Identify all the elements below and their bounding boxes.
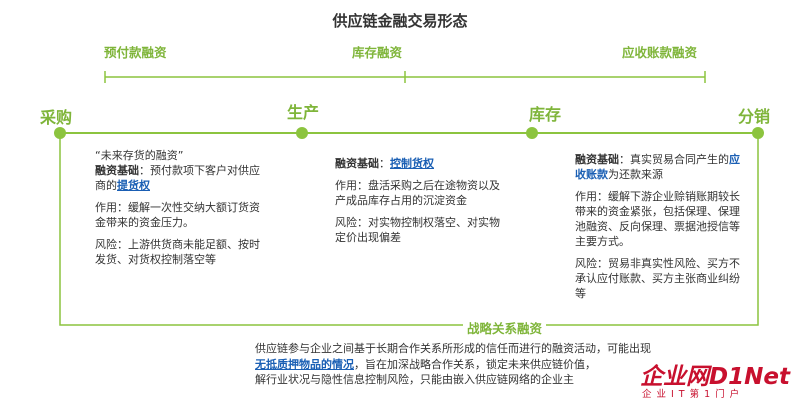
label-prepayment-financing: 预付款融资	[104, 45, 167, 60]
prepayment-basis-text: ：预付款项下客户对供应商的	[95, 164, 260, 192]
receivable-basis: 融资基础：真实贸易合同产生的应收账款为还款来源	[575, 152, 743, 182]
timeline-dot-inventory	[526, 127, 538, 139]
prepayment-risk: 风险：上游供货商未能足额、按时发货、对货权控制落空等	[95, 238, 260, 266]
prepayment-basis-label: 融资基础	[95, 164, 139, 177]
inventory-basis-highlight: 控制货权	[390, 157, 434, 170]
prepayment-effect: 作用：缓解一次性交纳大额订货资金带来的资金压力。	[95, 201, 260, 229]
receivable-risk: 风险：贸易非真实性风险、买方不承认应付账款、买方主张商业纠纷等	[575, 257, 740, 300]
strategic-desc-line2-text: ，旨在加深战略合作关系，锁定未来供应链价值，	[354, 357, 596, 371]
strategic-bracket	[59, 133, 759, 326]
inventory-basis-label: 融资基础	[335, 157, 379, 170]
strategic-desc-line1: 供应链参与企业之间基于长期合作关系所形成的信任而进行的融资活动，可能出现	[255, 342, 651, 355]
receivable-box: 融资基础：真实贸易合同产生的应收账款为还款来源 作用：缓解下游企业赊销账期较长带…	[575, 152, 743, 308]
timeline-dot-production	[296, 127, 308, 139]
prepayment-box: “未来存货的融资” 融资基础：预付款项下客户对供应商的提货权 作用：缓解一次性交…	[95, 148, 267, 274]
receivable-basis-text: ：真实贸易合同产生的	[619, 153, 729, 166]
inventory-basis: 融资基础：控制货权	[335, 156, 501, 171]
strategic-desc-highlight: 无抵质押物品的情况	[255, 357, 354, 371]
inventory-effect: 作用：盘活采购之后在途物资以及产成品库存占用的沉淀资金	[335, 179, 500, 207]
prepayment-basis: 融资基础：预付款项下客户对供应商的提货权	[95, 163, 267, 193]
receivable-basis-highlight: 应收账款	[575, 153, 740, 181]
strategic-desc-line3: 解行业状况与隐性信息控制风险，只能由嵌入供应链网络的企业主	[255, 373, 574, 386]
inventory-basis-text: ：	[379, 157, 390, 170]
label-receivable-financing: 应收账款融资	[622, 45, 698, 60]
stage-production: 生产	[287, 103, 320, 122]
diagram-title: 供应链金融交易形态	[332, 12, 468, 30]
prepayment-quote: “未来存货的融资”	[95, 149, 184, 162]
label-inventory-financing: 库存融资	[352, 45, 403, 60]
receivable-effect: 作用：缓解下游企业赊销账期较长带来的资金紧张，包括保理、保理池融资、反向保理、票…	[575, 190, 740, 248]
prepayment-basis-highlight: 提货权	[117, 179, 150, 192]
stage-procurement: 采购	[40, 108, 73, 127]
watermark-subtitle: 企业IT第1门户	[642, 389, 745, 400]
inventory-risk: 风险：对实物控制权落空、对实物定价出现偏差	[335, 216, 500, 244]
stage-distribution: 分销	[738, 107, 771, 126]
timeline-dot-distribution	[752, 127, 764, 139]
watermark: 企业网D1Net 企业IT第1门户	[640, 357, 800, 401]
stage-inventory: 库存	[529, 105, 562, 124]
label-strategic-financing: 战略关系融资	[463, 318, 547, 337]
receivable-basis-label: 融资基础	[575, 153, 619, 166]
watermark-logo: 企业网D1Net	[640, 364, 790, 390]
strategic-description: 供应链参与企业之间基于长期合作关系所形成的信任而进行的融资活动，可能出现 无抵质…	[255, 341, 800, 388]
strategic-desc-line2: 无抵质押物品的情况，旨在加深战略合作关系，锁定未来供应链价值，	[255, 357, 800, 373]
receivable-basis-post: 为还款来源	[608, 168, 663, 181]
timeline-dot-procurement	[54, 127, 66, 139]
inventory-box: 融资基础：控制货权 作用：盘活采购之后在途物资以及产成品库存占用的沉淀资金 风险…	[335, 156, 501, 252]
